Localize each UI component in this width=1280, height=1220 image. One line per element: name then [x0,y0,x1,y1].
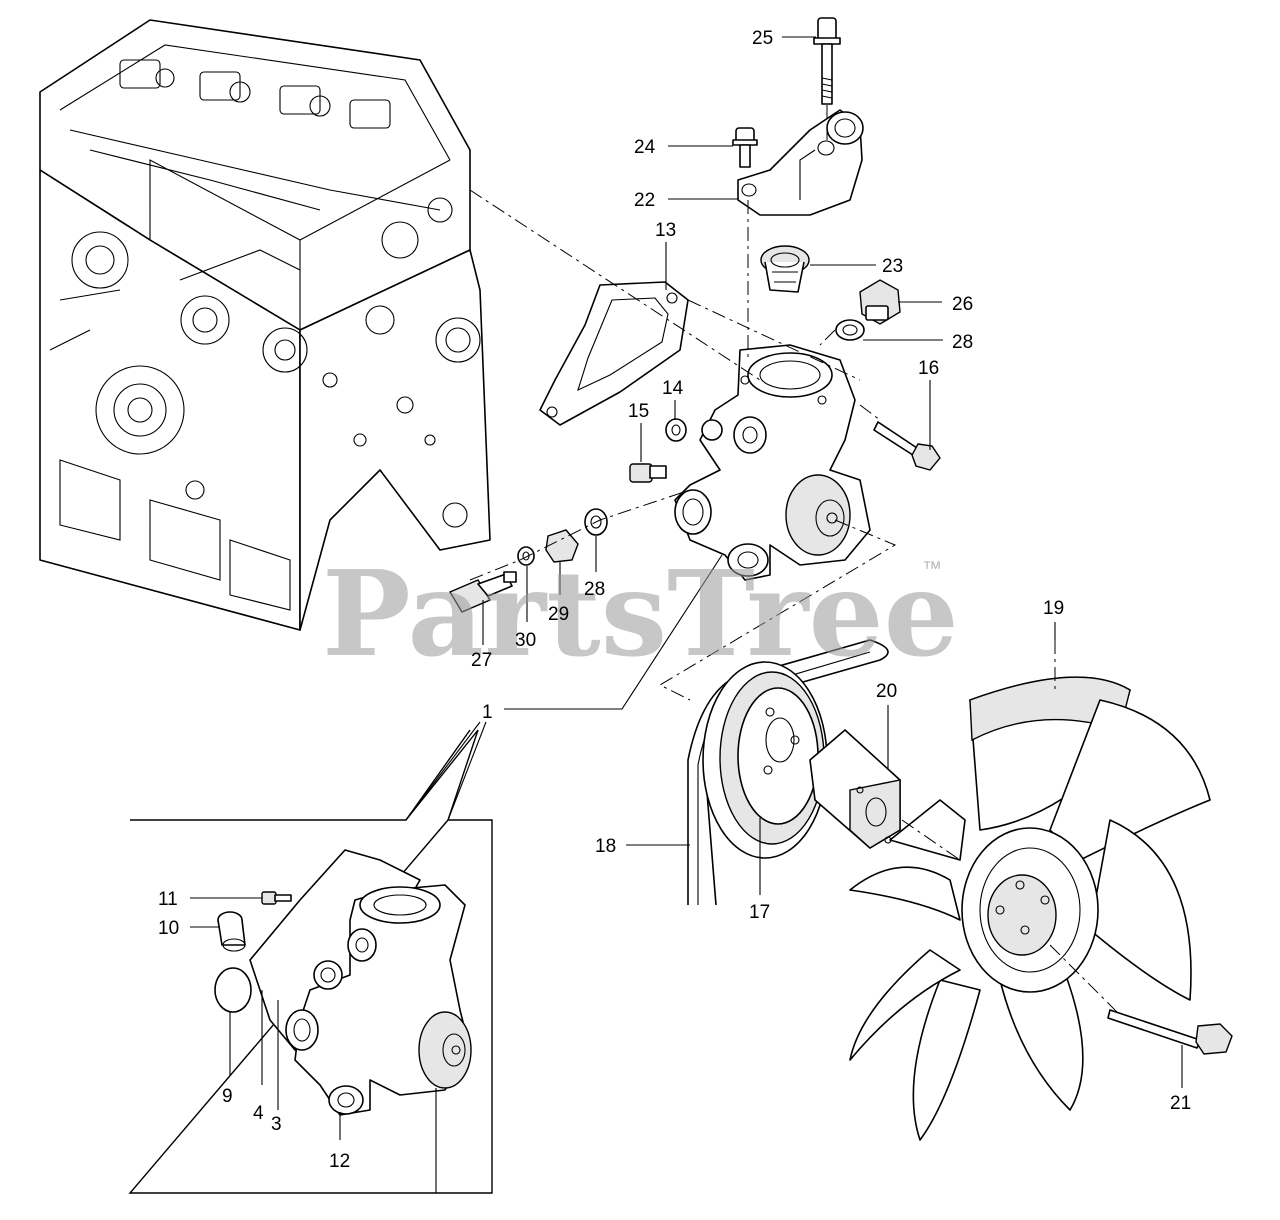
bolt-15[interactable] [629,463,667,483]
callout-28-lower: 28 [584,579,605,600]
callout-15: 15 [628,401,649,422]
callout-9: 9 [222,1086,233,1107]
water-pump-housing[interactable] [674,344,871,581]
adapter-29[interactable] [545,529,579,563]
fan-19[interactable] [849,676,1211,1141]
callout-26: 26 [952,294,973,315]
inset-bolt-11[interactable] [261,891,292,905]
callout-18: 18 [595,836,616,857]
callout-22: 22 [634,190,655,211]
bolt-16[interactable] [873,421,941,471]
inset-sleeve-10[interactable] [217,911,246,952]
callout-27: 27 [471,650,492,671]
callout-4: 4 [253,1103,264,1124]
watermark-text: PartsTree [322,544,959,683]
callout-21: 21 [1170,1093,1191,1114]
spacer-20[interactable] [809,729,901,849]
leader-lines [190,36,1183,1193]
callout-23: 23 [882,256,903,277]
plug-26[interactable] [859,279,901,325]
thermostat-cover-22[interactable] [737,109,864,216]
callout-3: 3 [271,1114,282,1135]
callout-10: 10 [158,918,179,939]
callout-labels: 25 24 22 13 23 26 28 16 14 15 28 29 30 2… [158,28,1191,1172]
pulley-17[interactable] [702,661,828,859]
engine-block[interactable] [39,19,491,631]
callout-29: 29 [548,604,569,625]
washer-14[interactable] [665,418,687,442]
alignment-lines [469,105,1121,1016]
callout-28-upper: 28 [952,332,973,353]
bolt-25[interactable] [813,17,841,105]
callout-17: 17 [749,902,770,923]
sensor-27[interactable] [448,571,517,613]
callout-14: 14 [662,378,684,399]
thermostat-23[interactable] [760,245,810,293]
callout-25: 25 [752,28,773,49]
callout-13: 13 [655,220,676,241]
washer-30[interactable] [517,546,535,566]
callout-20: 20 [876,681,897,702]
callout-30: 30 [515,630,536,651]
inset-housing[interactable] [285,884,472,1116]
callout-12: 12 [329,1151,350,1172]
inset-oring-9[interactable] [214,967,252,1013]
callout-24: 24 [634,137,656,158]
callout-11: 11 [158,889,178,910]
watermark-trademark: ™ [922,558,942,580]
washer-28-upper[interactable] [835,319,865,341]
bolt-24[interactable] [732,127,758,168]
gasket-13[interactable] [539,281,689,426]
callout-19: 19 [1043,598,1064,619]
callout-1: 1 [482,702,493,723]
bolt-21[interactable] [1107,1009,1233,1055]
callout-16: 16 [918,358,939,379]
watermark: PartsTree ™ [322,544,959,683]
